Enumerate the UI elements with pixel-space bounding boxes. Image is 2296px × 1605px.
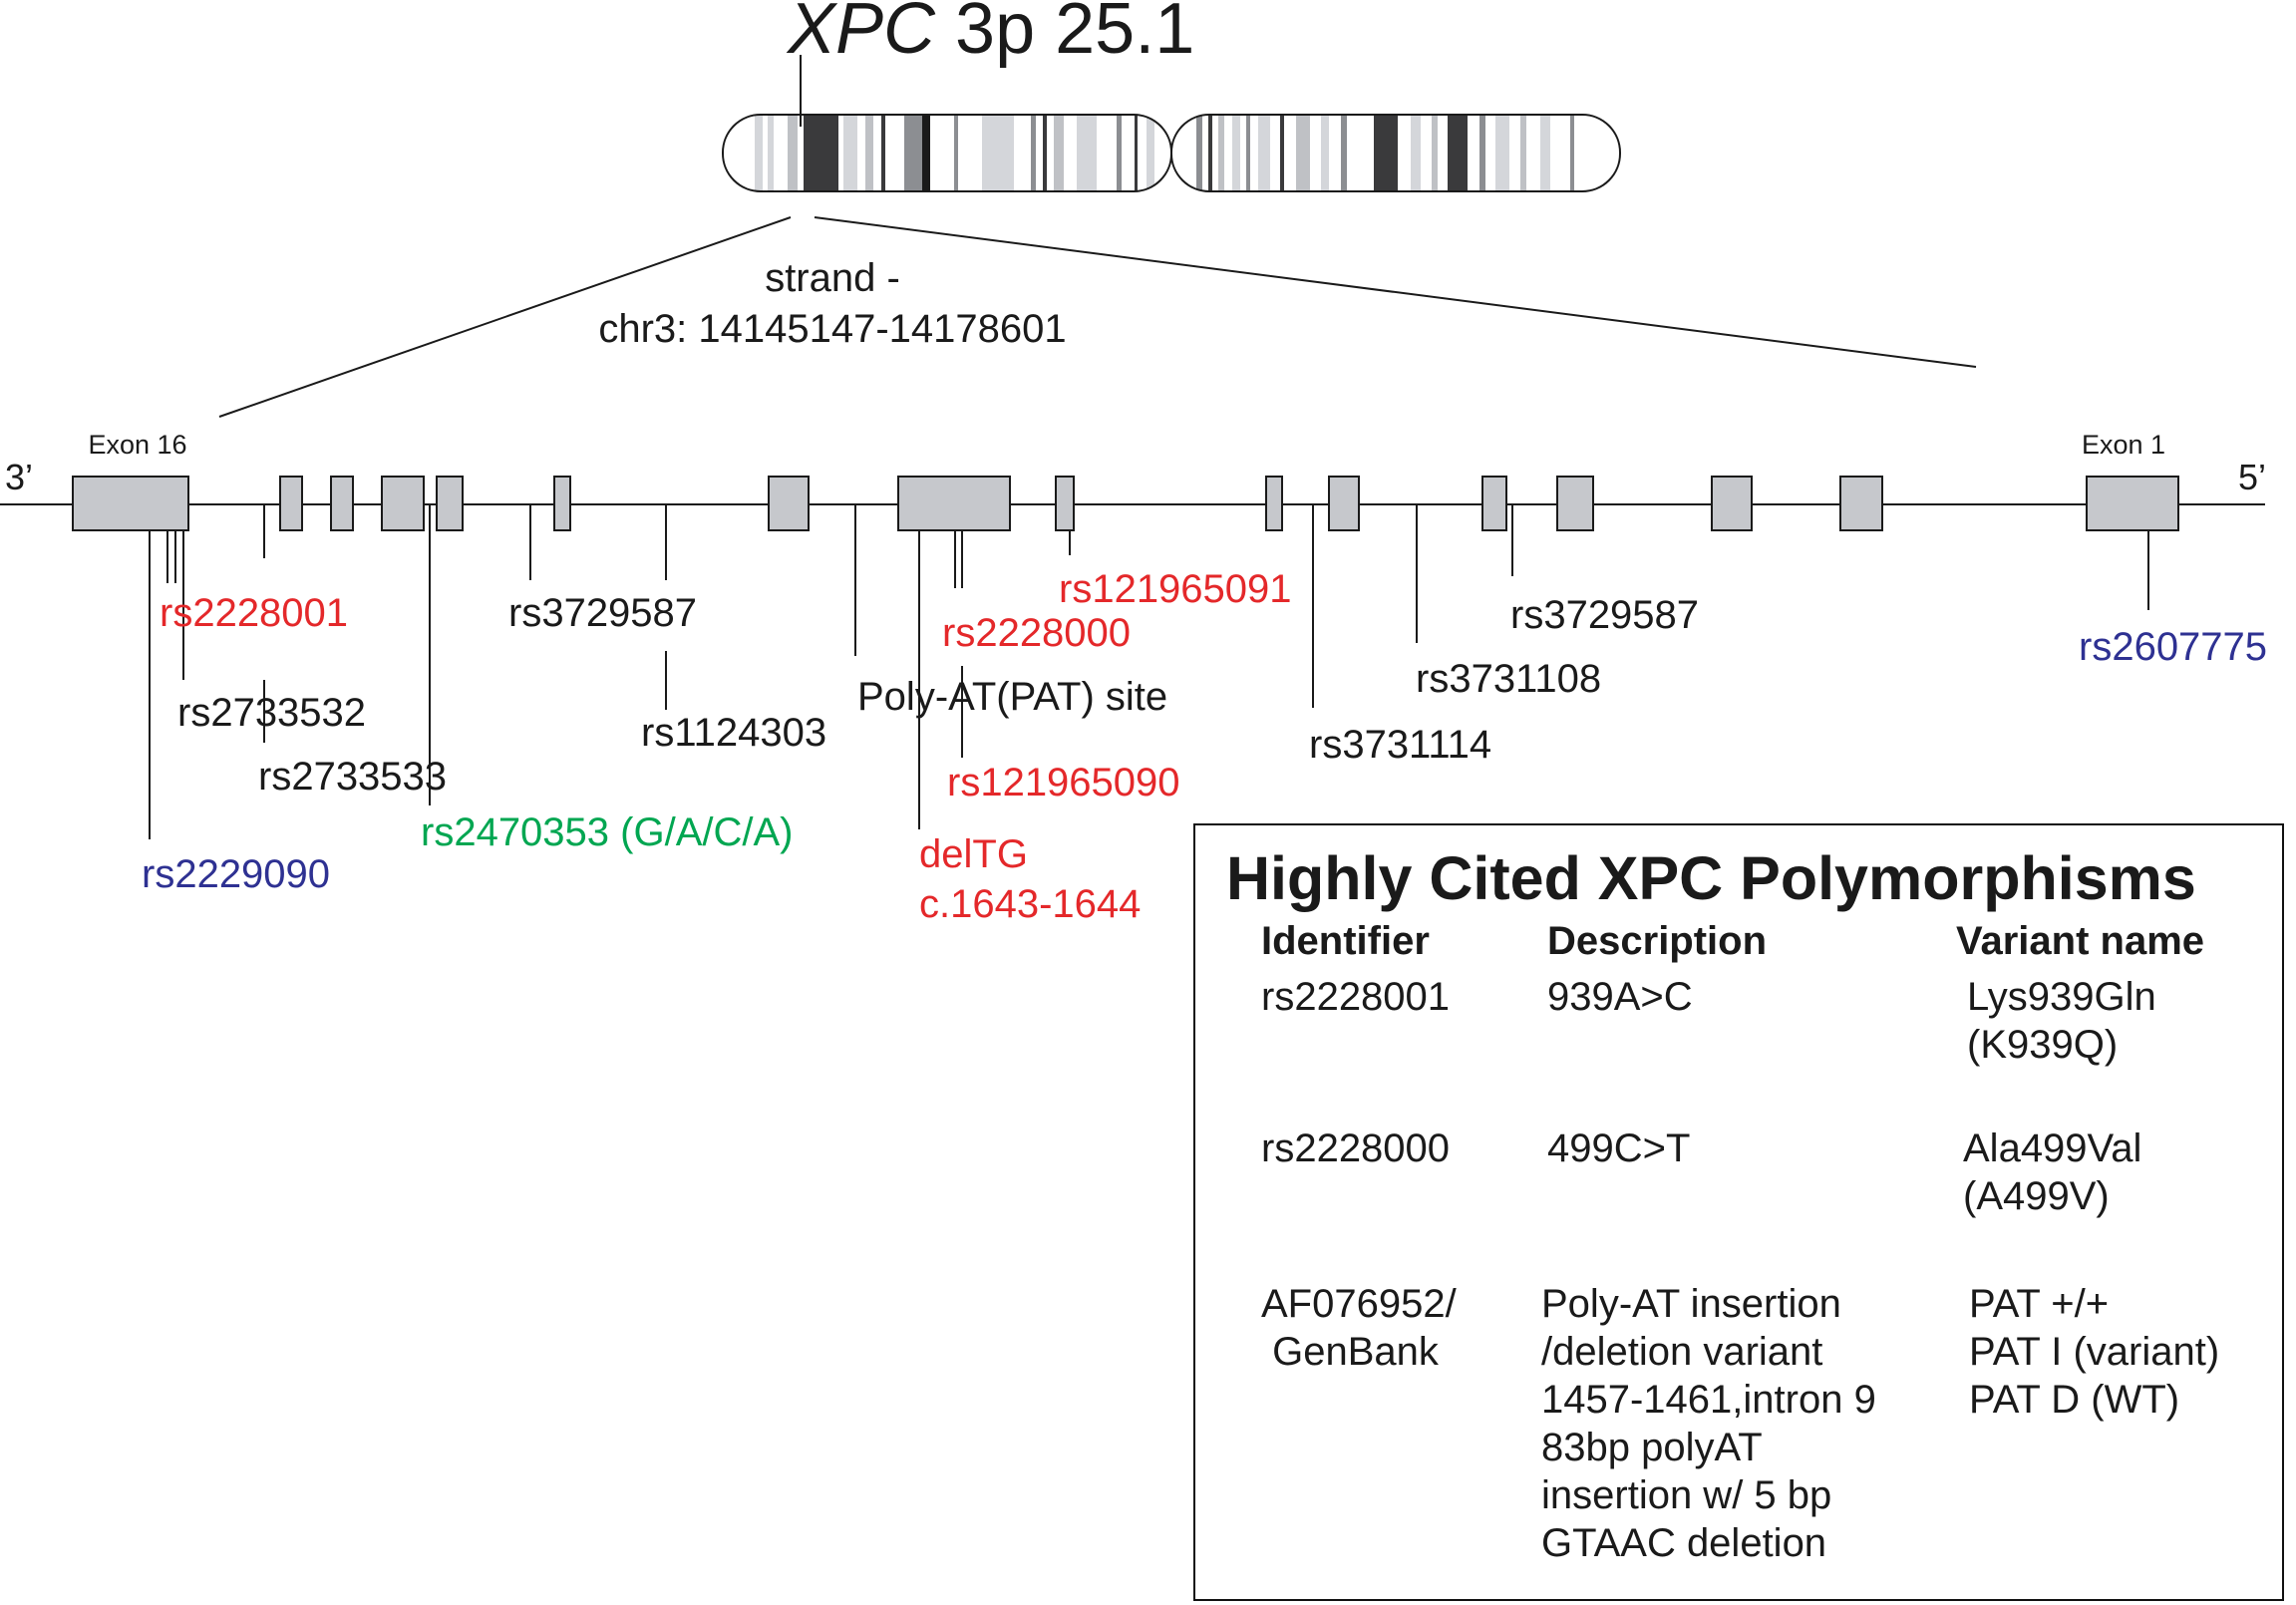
row2-description: 499C>T [1547, 1126, 1691, 1170]
header-description: Description [1547, 919, 1768, 963]
cytoband-locus: 3p 25.1 [935, 0, 1194, 69]
exon-10 [768, 476, 810, 531]
label-rs2229090: rs2229090 [142, 852, 330, 896]
exon-7 [1265, 476, 1283, 531]
chromosome-coordinates: chr3: 14145147-14178601 [598, 307, 1066, 351]
exon16-label: Exon 16 [88, 430, 186, 460]
label-rs3729587-a: rs3729587 [508, 591, 697, 635]
header-variant-name: Variant name [1956, 919, 2205, 963]
exon-16 [72, 476, 189, 531]
label-rs3731108: rs3731108 [1416, 657, 1601, 701]
row3-identifier: AF076952/ GenBank [1261, 1282, 1457, 1374]
exon-15 [279, 476, 303, 531]
three-prime-label: 3’ [5, 457, 33, 497]
exon-2 [1839, 476, 1883, 531]
row1-identifier: rs2228001 [1261, 975, 1451, 1019]
label-rs3731114: rs3731114 [1309, 723, 1491, 767]
row3-variant: PAT +/+ PAT I (variant) PAT D (WT) [1969, 1282, 2220, 1422]
label-rs2228000: rs2228000 [942, 611, 1131, 655]
label-rs121965091: rs121965091 [1059, 567, 1292, 611]
exon-1 [2086, 476, 2179, 531]
label-deltg-position: c.1643-1644 [919, 882, 1141, 926]
chromosome-p-arm [723, 115, 1171, 191]
label-rs2470353: rs2470353 (G/A/C/A) [421, 810, 794, 854]
label-rs3729587-b: rs3729587 [1510, 593, 1699, 637]
label-poly-at-site: Poly-AT(PAT) site [857, 675, 1167, 719]
exon-5 [1481, 476, 1507, 531]
five-prime-label: 5’ [2238, 457, 2266, 497]
row1-variant: Lys939Gln (K939Q) [1967, 975, 2156, 1067]
zoom-line-left [218, 216, 792, 418]
row2-identifier: rs2228000 [1261, 1126, 1451, 1170]
snp-ticks [149, 504, 2149, 839]
exon-4 [1556, 476, 1594, 531]
exon-9 [897, 476, 1011, 531]
row1-description: 939A>C [1547, 975, 1693, 1019]
label-rs2228001: rs2228001 [160, 591, 348, 635]
header-identifier: Identifier [1261, 919, 1430, 963]
label-deltg: delTG [919, 832, 1028, 876]
exon-12 [436, 476, 464, 531]
row3-description: Poly-AT insertion /deletion variant 1457… [1541, 1282, 1876, 1565]
chromosome-ideogram [722, 55, 1621, 192]
label-rs2733533: rs2733533 [258, 755, 447, 799]
row2-variant: Ala499Val (A499V) [1963, 1126, 2142, 1218]
snp-labels: rs2228001 rs2733532 rs2733533 rs2229090 … [142, 567, 2267, 926]
exon-14 [330, 476, 354, 531]
label-rs2733532: rs2733532 [177, 691, 366, 735]
exon-3 [1711, 476, 1753, 531]
gene-name: XPC [786, 0, 936, 69]
exons [72, 476, 2179, 531]
exon-13 [381, 476, 425, 531]
label-rs1124303: rs1124303 [641, 711, 826, 755]
exon1-label: Exon 1 [2082, 430, 2165, 460]
polymorphism-table: Highly Cited XPC Polymorphisms Identifie… [1193, 823, 2284, 1601]
exon-6 [1328, 476, 1360, 531]
figure-title: XPC 3p 25.1 [786, 0, 1194, 69]
label-rs2607775: rs2607775 [2079, 625, 2267, 669]
strand-label: strand - [765, 256, 900, 300]
label-rs121965090: rs121965090 [947, 761, 1180, 804]
table-title: Highly Cited XPC Polymorphisms [1226, 844, 2196, 912]
zoom-line-right [814, 216, 1977, 368]
exon-11 [553, 476, 571, 531]
exon-8 [1055, 476, 1075, 531]
chromosome-q-arm [1171, 115, 1620, 191]
